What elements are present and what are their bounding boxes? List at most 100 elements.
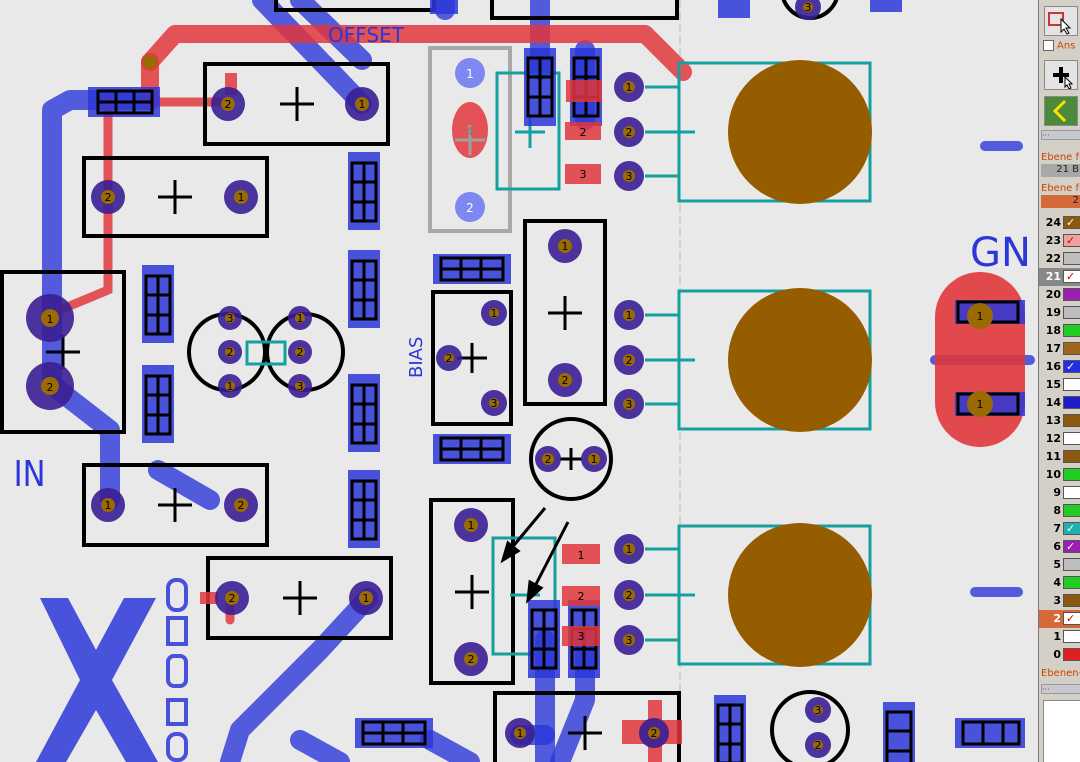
layer-number: 22: [1045, 252, 1061, 265]
layer-row-0[interactable]: 0: [1039, 646, 1080, 664]
svg-text:2: 2: [578, 590, 585, 603]
layer-row-4[interactable]: 4: [1039, 574, 1080, 592]
silkscreen-outlines: [0, 0, 850, 762]
layer-number: 11: [1045, 450, 1061, 463]
layer-row-2[interactable]: 2✓: [1039, 610, 1080, 628]
checkbox-label: Ans: [1057, 40, 1076, 52]
section-header-2[interactable]: ···: [1041, 684, 1080, 694]
layer-row-19[interactable]: 19: [1039, 304, 1080, 322]
svg-text:1: 1: [626, 543, 633, 556]
svg-text:2: 2: [626, 354, 633, 367]
layer-row-18[interactable]: 18: [1039, 322, 1080, 340]
layer-number: 24: [1045, 216, 1061, 229]
layer-row-9[interactable]: 9: [1039, 484, 1080, 502]
select-tool-button[interactable]: [1044, 6, 1078, 36]
layer-visibility-checkbox[interactable]: ✓: [1063, 522, 1080, 535]
layer-visibility-checkbox[interactable]: [1063, 288, 1080, 301]
svg-text:1: 1: [466, 67, 474, 81]
layer-visibility-checkbox[interactable]: [1063, 450, 1080, 463]
layer-visibility-checkbox[interactable]: [1063, 594, 1080, 607]
svg-text:1: 1: [562, 240, 569, 253]
svg-text:3: 3: [805, 1, 812, 14]
layer-number: 1: [1053, 630, 1061, 643]
layer-visibility-checkbox[interactable]: ✓: [1063, 234, 1080, 247]
svg-text:1: 1: [591, 453, 598, 466]
layer-row-6[interactable]: 6✓: [1039, 538, 1080, 556]
layer-number: 21: [1045, 270, 1061, 283]
layer-visibility-checkbox[interactable]: [1063, 648, 1080, 661]
layer-number: 20: [1045, 288, 1061, 301]
svg-text:2: 2: [225, 98, 232, 111]
layer-visibility-checkbox[interactable]: [1063, 468, 1080, 481]
layer-row-16[interactable]: 16✓: [1039, 358, 1080, 376]
layer-row-23[interactable]: 23✓: [1039, 232, 1080, 250]
layer-visibility-checkbox[interactable]: [1063, 252, 1080, 265]
chevron-left-icon: [1052, 99, 1067, 123]
layer-row-10[interactable]: 10: [1039, 466, 1080, 484]
layer-visibility-checkbox[interactable]: ✓: [1063, 216, 1080, 229]
show-checkbox[interactable]: Ans: [1043, 40, 1080, 54]
add-tool-button[interactable]: [1044, 60, 1078, 90]
layer-panel: Ans ··· Ebene fü 21 B Ebene fü 2 24✓23✓2…: [1038, 0, 1080, 762]
layer-row-3[interactable]: 3: [1039, 592, 1080, 610]
layer-visibility-checkbox[interactable]: [1063, 306, 1080, 319]
layer-visibility-checkbox[interactable]: [1063, 378, 1080, 391]
back-tool-button[interactable]: [1044, 96, 1078, 126]
layer-visibility-checkbox[interactable]: ✓: [1063, 360, 1080, 373]
layer-visibility-checkbox[interactable]: [1063, 630, 1080, 643]
layer-field-2[interactable]: 2: [1041, 195, 1080, 208]
layer-visibility-checkbox[interactable]: [1063, 414, 1080, 427]
svg-text:2: 2: [297, 346, 304, 359]
pcb-canvas[interactable]: 1 2 4 2 1 2 1 1 2 1 2 2 1 1 2 3 1 2 1 2 …: [0, 0, 1038, 762]
svg-text:2: 2: [815, 739, 822, 752]
layer-number: 19: [1045, 306, 1061, 319]
layer-visibility-checkbox[interactable]: [1063, 432, 1080, 445]
svg-text:1: 1: [47, 313, 54, 326]
layer-row-14[interactable]: 14: [1039, 394, 1080, 412]
layers-footer-label: Ebenen-: [1041, 668, 1080, 679]
layer-row-12[interactable]: 12: [1039, 430, 1080, 448]
layer-row-13[interactable]: 13: [1039, 412, 1080, 430]
section-header[interactable]: ···: [1041, 130, 1080, 140]
layer-visibility-checkbox[interactable]: ✓: [1063, 270, 1080, 283]
through-hole-pads: [26, 0, 831, 758]
layer-visibility-checkbox[interactable]: [1063, 576, 1080, 589]
svg-text:1: 1: [977, 310, 984, 323]
checkbox-icon[interactable]: [1043, 40, 1054, 51]
layer-row-24[interactable]: 24✓: [1039, 214, 1080, 232]
layer-row-11[interactable]: 11: [1039, 448, 1080, 466]
layer-row-22[interactable]: 22: [1039, 250, 1080, 268]
svg-text:2: 2: [466, 201, 474, 215]
layer-row-1[interactable]: 1: [1039, 628, 1080, 646]
gnd-connector: [935, 272, 1025, 447]
layer-visibility-checkbox[interactable]: [1063, 396, 1080, 409]
layer-visibility-checkbox[interactable]: [1063, 504, 1080, 517]
layer-visibility-checkbox[interactable]: [1063, 486, 1080, 499]
svg-text:3: 3: [297, 380, 304, 393]
layer-visibility-checkbox[interactable]: [1063, 324, 1080, 337]
cursor-select-icon: [1048, 12, 1072, 35]
layer-row-21[interactable]: 21✓: [1039, 268, 1080, 286]
layer-row-5[interactable]: 5: [1039, 556, 1080, 574]
svg-text:1: 1: [491, 307, 498, 320]
layer-visibility-checkbox[interactable]: [1063, 558, 1080, 571]
svg-text:1: 1: [297, 312, 304, 325]
layer-row-20[interactable]: 20: [1039, 286, 1080, 304]
layer-number: 23: [1045, 234, 1061, 247]
layer-row-8[interactable]: 8: [1039, 502, 1080, 520]
layer-label-2: Ebene fü: [1041, 183, 1080, 194]
layer-number: 8: [1053, 504, 1061, 517]
layer-visibility-checkbox[interactable]: ✓: [1063, 540, 1080, 553]
layer-number: 5: [1053, 558, 1061, 571]
layer-label-1: Ebene fü: [1041, 152, 1080, 163]
svg-text:1: 1: [227, 380, 234, 393]
layer-row-15[interactable]: 15: [1039, 376, 1080, 394]
layer-visibility-checkbox[interactable]: [1063, 342, 1080, 355]
layer-row-17[interactable]: 17: [1039, 340, 1080, 358]
svg-text:1: 1: [517, 727, 524, 740]
trimmer-outline: [428, 46, 512, 233]
layer-visibility-checkbox[interactable]: ✓: [1063, 612, 1080, 625]
layer-row-7[interactable]: 7✓: [1039, 520, 1080, 538]
layer-field-1[interactable]: 21 B: [1041, 164, 1080, 177]
svg-text:2: 2: [229, 592, 236, 605]
